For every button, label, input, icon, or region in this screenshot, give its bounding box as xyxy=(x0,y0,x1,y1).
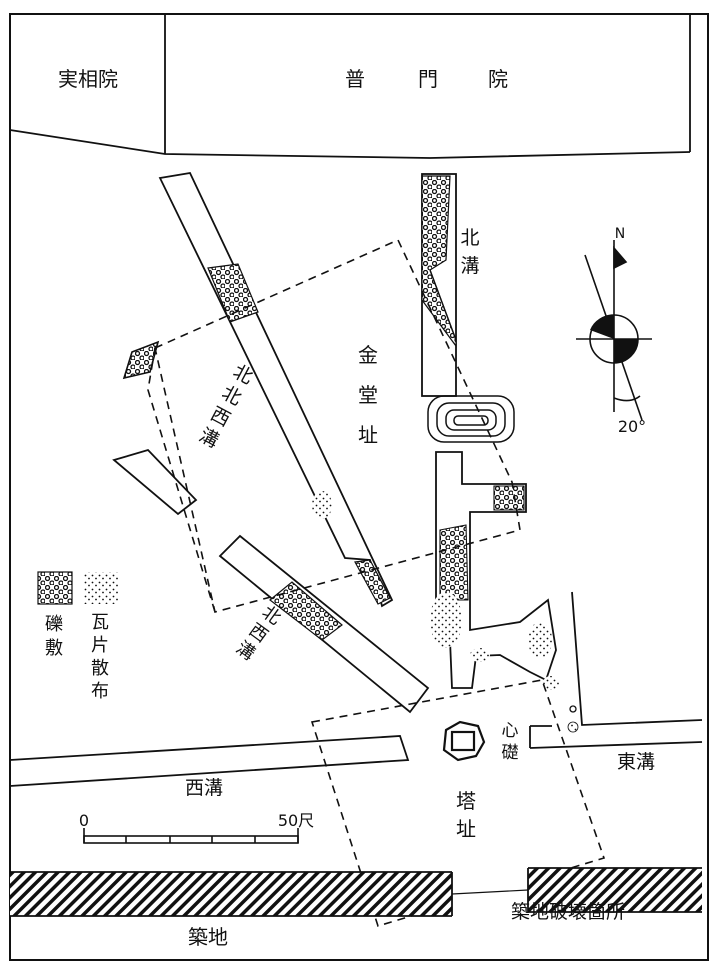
nw-ditch xyxy=(218,534,430,714)
scale-bar xyxy=(83,828,299,844)
label-wall: 築地 xyxy=(188,925,228,949)
label-foundation-2: 礎 xyxy=(502,743,519,763)
tile-scatter-nnw xyxy=(312,491,332,519)
label-kondo-1: 金 xyxy=(358,343,378,367)
kondo-west-edge xyxy=(147,347,216,613)
label-east-ditch: 東溝 xyxy=(617,751,655,773)
label-wall-broken: 築地破壊箇所 xyxy=(511,901,625,923)
east-ditch xyxy=(529,591,703,749)
west-ditch xyxy=(9,735,410,787)
legend-gravel-swatch xyxy=(37,571,73,605)
foundation-stone-icon xyxy=(442,720,486,762)
tsuiji-wall xyxy=(10,867,702,917)
legend-tile-label-1: 瓦 xyxy=(91,612,109,633)
legend xyxy=(37,571,118,605)
central-ditch xyxy=(430,451,579,733)
temple-boundary-line xyxy=(9,129,691,159)
label-north-ditch-2: 溝 xyxy=(460,255,479,277)
buildings xyxy=(9,14,691,159)
map-frame xyxy=(9,13,709,961)
tile-scatter-central xyxy=(430,592,462,648)
label-fumon-1: 普 xyxy=(345,67,365,91)
kondo-outline xyxy=(154,238,521,613)
scale-zero-label: 0 xyxy=(79,811,89,830)
label-pagoda-2: 址 xyxy=(456,817,476,841)
compass-icon xyxy=(576,240,652,421)
stepped-pit xyxy=(427,395,515,443)
label-kondo-2: 堂 xyxy=(358,383,378,407)
label-foundation-1: 心 xyxy=(502,721,519,741)
label-kondo-3: 址 xyxy=(358,423,378,447)
legend-gravel-label-2: 敷 xyxy=(45,638,63,659)
legend-tile-label-4: 布 xyxy=(91,681,109,702)
label-jissoin: 実相院 xyxy=(58,67,118,91)
pagoda-outline xyxy=(310,679,606,927)
legend-tile-label-3: 散 xyxy=(91,658,109,679)
west-fragments xyxy=(112,340,198,516)
compass-north-label: N xyxy=(615,226,625,242)
label-fumon-2: 門 xyxy=(418,67,438,91)
label-fumon-3: 院 xyxy=(488,67,508,91)
legend-tile-label-2: 片 xyxy=(91,635,109,656)
label-pagoda-1: 塔 xyxy=(456,789,476,813)
compass-angle-label: 20° xyxy=(618,417,646,436)
legend-tile-swatch xyxy=(84,572,118,604)
legend-gravel-label-1: 礫 xyxy=(45,614,63,635)
north-ditch xyxy=(421,173,457,397)
label-west-ditch: 西溝 xyxy=(185,777,223,799)
label-north-ditch-1: 北 xyxy=(460,227,479,249)
scale-max-label: 50尺 xyxy=(278,811,314,830)
